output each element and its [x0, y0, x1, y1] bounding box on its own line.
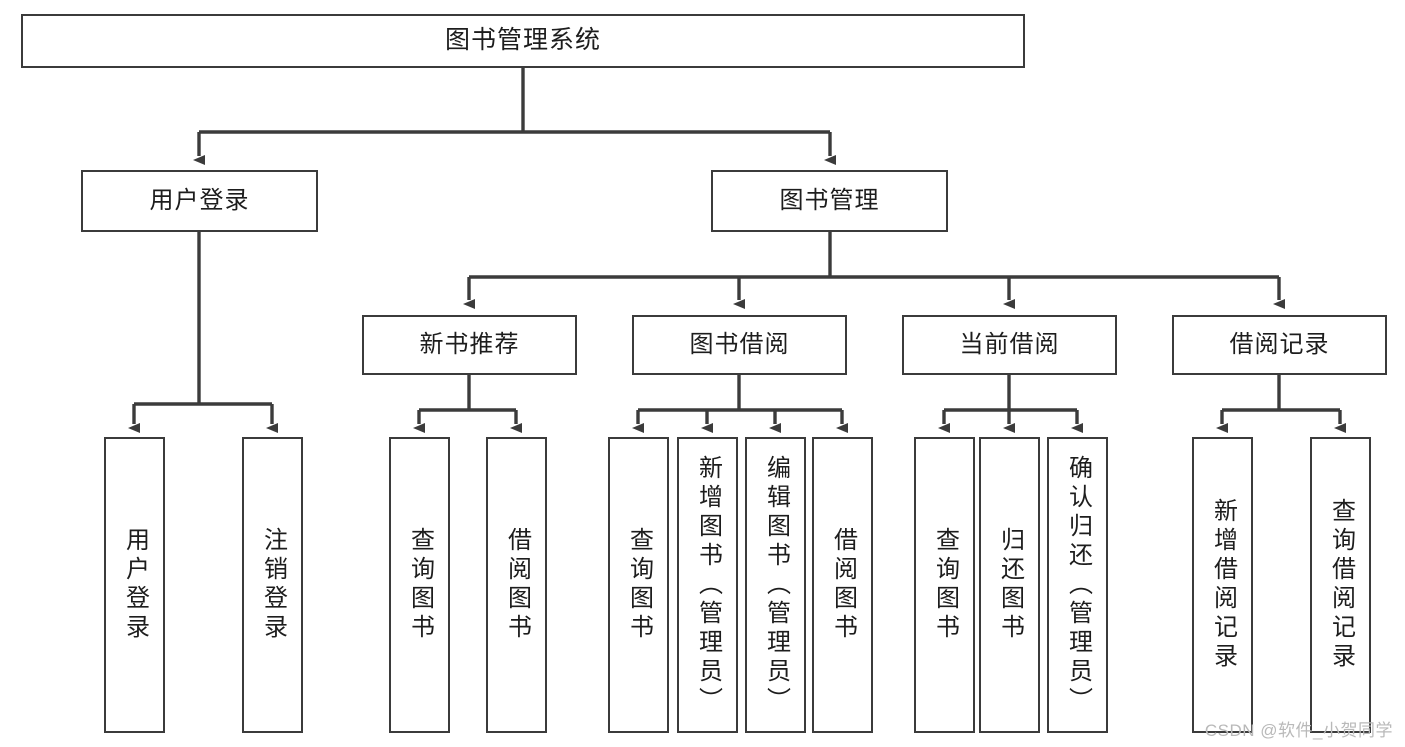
leaf-borrow-borrow-book[interactable]: 借阅图书	[812, 437, 873, 733]
leaf-new-book-borrow[interactable]: 借阅图书	[486, 437, 547, 733]
leaf-record-add[interactable]: 新增借阅记录	[1192, 437, 1253, 733]
node-label: 新增借阅记录	[1209, 498, 1237, 672]
leaf-current-return-book[interactable]: 归还图书	[979, 437, 1040, 733]
node-label: 查询借阅记录	[1327, 498, 1355, 672]
leaf-record-query[interactable]: 查询借阅记录	[1310, 437, 1371, 733]
watermark-text: CSDN @软件_小贺同学	[1204, 721, 1393, 740]
node-label: 查询图书	[406, 527, 434, 643]
node-new-book-recommend[interactable]: 新书推荐	[362, 315, 577, 375]
node-label: 查询图书	[625, 527, 653, 643]
node-label: 借阅图书	[503, 527, 531, 643]
node-label: 用户登录	[121, 527, 149, 643]
leaf-borrow-query-book[interactable]: 查询图书	[608, 437, 669, 733]
leaf-current-query-book[interactable]: 查询图书	[914, 437, 975, 733]
node-label: 借阅图书	[829, 527, 857, 643]
node-book-management[interactable]: 图书管理	[711, 170, 948, 232]
leaf-user-login-logout[interactable]: 注销登录	[242, 437, 303, 733]
node-label: 图书管理	[779, 187, 880, 214]
node-label: 编辑图书（管理员）	[762, 454, 790, 716]
leaf-user-login-login[interactable]: 用户登录	[104, 437, 165, 733]
node-label: 借阅记录	[1229, 331, 1330, 358]
leaf-current-confirm-return-admin[interactable]: 确认归还（管理员）	[1047, 437, 1108, 733]
node-user-login[interactable]: 用户登录	[81, 170, 318, 232]
leaf-borrow-add-book-admin[interactable]: 新增图书（管理员）	[677, 437, 738, 733]
node-label: 归还图书	[996, 527, 1024, 643]
node-root-system[interactable]: 图书管理系统	[21, 14, 1025, 68]
node-label: 图书借阅	[689, 331, 790, 358]
node-label: 确认归还（管理员）	[1064, 454, 1092, 716]
node-label: 用户登录	[149, 187, 250, 214]
node-label: 新增图书（管理员）	[694, 454, 722, 716]
node-label: 查询图书	[931, 527, 959, 643]
node-label: 当前借阅	[959, 331, 1060, 358]
leaf-new-book-query[interactable]: 查询图书	[389, 437, 450, 733]
node-borrow-record[interactable]: 借阅记录	[1172, 315, 1387, 375]
leaf-borrow-edit-book-admin[interactable]: 编辑图书（管理员）	[745, 437, 806, 733]
node-book-borrow[interactable]: 图书借阅	[632, 315, 847, 375]
node-label: 新书推荐	[419, 331, 520, 358]
node-label: 注销登录	[259, 527, 287, 643]
node-current-borrow[interactable]: 当前借阅	[902, 315, 1117, 375]
node-label: 图书管理系统	[444, 26, 601, 55]
